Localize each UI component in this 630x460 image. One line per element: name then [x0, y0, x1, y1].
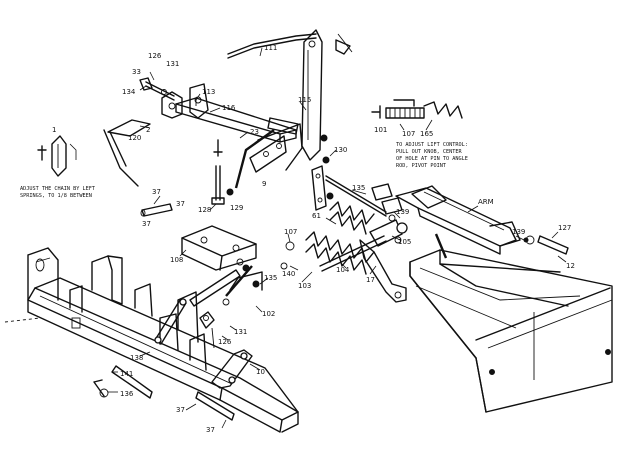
label-131: 131 — [166, 60, 179, 68]
left-detail-inset — [37, 135, 77, 177]
leader-lines — [108, 47, 567, 429]
label-37-e: 37 — [176, 406, 185, 414]
label-111: 111 — [264, 44, 277, 52]
note-right-line-3: OF HOLE AT PIN TO ANGLE — [396, 156, 468, 162]
upper-shaft — [103, 83, 299, 187]
bracket-108 — [181, 225, 257, 271]
blade-plate — [409, 249, 613, 413]
lift-links — [154, 258, 263, 389]
label-165: 165 — [420, 130, 433, 138]
handle-111 — [227, 33, 317, 59]
label-135-b: 135 — [264, 274, 277, 282]
label-139-b: 139 — [512, 228, 525, 236]
link-113 — [311, 165, 334, 211]
label-arm: ARM — [478, 198, 494, 206]
note-right-line-1: TO ADJUST LIFT CONTROL: — [396, 142, 468, 148]
label-33: 33 — [132, 68, 141, 76]
label-134: 134 — [122, 88, 136, 96]
label-104: 104 — [336, 266, 350, 274]
label-12: 12 — [566, 262, 575, 270]
pin-127 — [523, 235, 569, 255]
label-120: 120 — [128, 134, 141, 142]
bracket-12 — [359, 239, 407, 303]
label-139-a: 139 — [396, 208, 409, 216]
label-136: 136 — [120, 390, 134, 398]
label-10: 10 — [256, 368, 265, 376]
label-108: 108 — [170, 256, 183, 264]
label-23: 23 — [250, 128, 259, 136]
label-102: 102 — [262, 310, 275, 318]
label-105: 105 — [398, 238, 411, 246]
rear-arm — [395, 185, 521, 259]
label-129: 129 — [230, 204, 243, 212]
label-115: 115 — [298, 96, 311, 104]
lift-lever-115 — [301, 29, 353, 164]
note-right-line-4: ROD, PIVOT POINT — [396, 163, 446, 169]
label-116: 116 — [222, 104, 236, 112]
label-113: 113 — [202, 88, 215, 96]
label-126-b: 126 — [218, 338, 232, 346]
pin-128 — [211, 139, 234, 205]
label-141: 141 — [120, 370, 133, 378]
detail-inset — [371, 99, 463, 131]
label-1: 1 — [52, 126, 56, 134]
lower-pins — [93, 365, 235, 421]
note-left-line-2: SPRINGS, TO 1/8 BETWEEN — [20, 193, 92, 199]
label-131-b: 131 — [234, 328, 247, 336]
label-37-d: 37 — [206, 426, 215, 434]
label-103: 103 — [298, 282, 311, 290]
label-37-c: 37 — [142, 220, 151, 228]
tension-rod — [280, 214, 408, 272]
part-labels: 111 126 131 33 134 113 116 2 120 23 115 … — [52, 44, 575, 434]
label-138: 138 — [130, 354, 143, 362]
notes: ADJUST THE CHAIN BY LEFT SPRINGS, TO 1/8… — [20, 142, 468, 199]
label-128: 128 — [198, 206, 211, 214]
label-detail: 107 — [402, 130, 415, 138]
label-127: 127 — [558, 224, 571, 232]
label-140: 140 — [282, 270, 295, 278]
lift-arm-9 — [234, 123, 303, 189]
pin-37-left — [140, 203, 173, 217]
bolt-134 — [139, 77, 175, 101]
label-17: 17 — [366, 276, 375, 284]
label-37-b: 37 — [176, 200, 185, 208]
label-61: 61 — [312, 212, 321, 220]
label-101: 101 — [374, 126, 387, 134]
label-9: 9 — [262, 180, 266, 188]
label-37-a: 37 — [152, 188, 161, 196]
label-2: 2 — [146, 126, 150, 134]
main-frame — [4, 247, 299, 433]
label-107: 107 — [284, 228, 297, 236]
label-135-a: 135 — [352, 184, 365, 192]
note-left-line-1: ADJUST THE CHAIN BY LEFT — [20, 186, 95, 192]
note-right-line-2: PULL OUT KNOB, CENTER — [396, 149, 462, 155]
label-126: 126 — [148, 52, 162, 60]
link-rod — [325, 175, 387, 217]
label-130: 130 — [334, 146, 347, 154]
